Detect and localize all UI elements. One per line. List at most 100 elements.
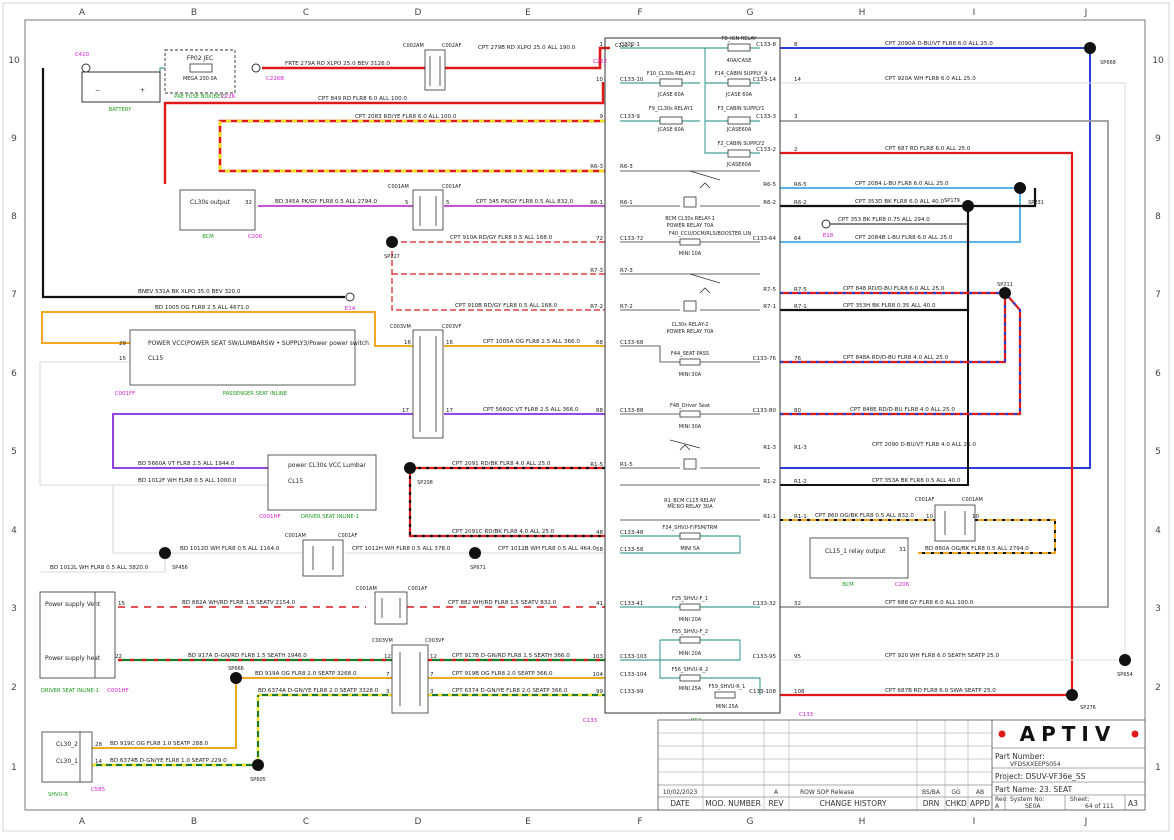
part-number-value: VFDSXXEEPS054 [1010,761,1061,768]
connector-c003-low[interactable] [391,644,429,714]
splice-sp179[interactable] [962,200,974,212]
wire-6374b-yellow[interactable] [92,695,260,767]
mega-fuse[interactable] [189,63,213,73]
passenger-seat-box[interactable] [129,329,356,386]
wire-920a[interactable] [780,82,1126,660]
splice-sp276[interactable] [1066,689,1078,701]
fuse-f55[interactable] [679,636,701,644]
pin-7-right: 7 [430,672,434,678]
terminal-e14[interactable] [345,292,355,302]
label-920: CPT 920 WH FLR8 6.0 SEATH SEATP 25.0 [885,653,999,659]
wire-6374b[interactable] [92,695,260,767]
relay-coil-2[interactable] [683,300,697,312]
splice-sp654[interactable] [1119,654,1131,666]
rev-value: A [995,803,1000,810]
wire-919c[interactable] [92,678,237,749]
connector-c001-mid[interactable] [302,539,344,577]
wire-2083-yellow[interactable] [218,119,605,173]
fuse-f9[interactable] [659,116,683,125]
connector-c002[interactable] [424,49,446,91]
fuse-f40[interactable] [679,238,701,246]
wire-2083[interactable] [218,119,605,173]
connector-c003[interactable] [412,329,444,439]
fuse-f25[interactable] [679,603,701,611]
wire-2091c[interactable] [408,468,605,538]
relay-r1-label: R1_BCM CL15 RELAY [664,498,717,504]
inner-pin-r14: C133-14 [753,77,777,83]
wire-860-black[interactable] [780,519,1056,554]
splice-sp211[interactable] [999,287,1011,299]
wire-849[interactable] [163,82,605,184]
wire-1012l[interactable] [40,485,166,573]
cl15-relay-box[interactable] [809,537,909,579]
label-2090a: CPT 2090A D-BU/VT FLR8 6.0 ALL 25.0 [885,41,993,47]
lumbar-box[interactable] [267,454,377,511]
fuse-f8-rating: 40A/CASE [727,58,752,64]
relay-switch-r1 [669,439,701,451]
splice-sp208[interactable] [404,462,416,474]
relay-coil-r1[interactable] [683,458,697,470]
wire-688-gray[interactable] [780,120,1109,608]
wire-2091c-black[interactable] [408,468,605,538]
change-drn: BS/BA [922,789,941,796]
splice-sp666[interactable] [230,672,242,684]
battery[interactable]: − + [81,71,161,103]
wire-848e[interactable] [780,292,1022,416]
cl30s-output-box[interactable] [179,189,256,231]
fuse-f55-rating: MINI 20A [679,651,702,657]
fuse-f48-label: F48_Driver Seat [670,403,710,409]
splice-sp456[interactable] [159,547,171,559]
fuse-f34[interactable] [679,532,701,540]
fuse-f8[interactable] [727,43,751,52]
wire-848e-blue[interactable] [780,292,1022,416]
fuse-f56[interactable] [679,674,701,682]
wire-2084[interactable] [780,187,1021,243]
sp276-label: SP276 [1080,705,1096,711]
fuse-f59[interactable] [714,691,736,699]
fuse-f48[interactable] [679,410,701,418]
wire-1012f[interactable] [39,361,268,486]
grid-row-10-right: 10 [1152,56,1164,66]
splice-sp231[interactable] [1014,182,1026,194]
grid-row-8-right: 8 [1155,212,1161,222]
splice-sp668[interactable] [1084,42,1096,54]
wire-910b[interactable] [391,242,605,311]
pin-l68: 68 [596,340,603,346]
c226b-label: C226B [266,76,284,82]
terminal-e18[interactable] [821,219,831,229]
label-1012f: BD 1012F WH FLR8 0.5 ALL 1000.0 [138,478,237,484]
inner-pin-l68: C133-68 [620,340,644,346]
c001am-low-label: C001AM [356,586,377,592]
fuse-f14[interactable] [727,78,751,87]
wire-battery-ground[interactable] [41,68,345,299]
wire-5660a[interactable] [112,413,413,469]
pin-r64: 64 [794,236,801,242]
grid-col-j: J [1084,8,1088,18]
wire-279b[interactable] [445,46,610,70]
fuse-f10[interactable] [659,78,683,87]
wire-2090a[interactable] [780,47,1091,469]
pin-l41: 41 [596,601,603,607]
fuse-f2[interactable] [727,149,751,158]
wire-353a[interactable] [780,310,969,486]
connector-c001-low[interactable] [374,591,408,625]
shvu-r-box[interactable] [41,731,93,783]
pin-l61: R6-1 [590,200,603,206]
splice-sp227[interactable] [386,236,398,248]
fuse-f44[interactable] [679,358,701,366]
pin-l48: 48 [596,530,603,536]
driver-seat-box[interactable] [39,591,116,679]
wire-848a-blue[interactable] [780,293,1007,364]
terminal-c410[interactable] [81,63,91,73]
splice-sp605[interactable] [252,759,264,771]
fuse-f3[interactable] [727,116,751,125]
splice-sp671[interactable] [469,547,481,559]
wire-687[interactable] [780,151,1074,695]
relay-coil-1[interactable] [683,196,697,208]
terminal-c226b[interactable] [251,63,261,73]
label-1012b: CPT 1012B WH FLR8 0.5 ALL 464.0 [498,546,596,552]
label-5660a: BD 5660A VT FLR8 2.5 ALL 1944.0 [138,461,235,467]
wire-1005[interactable] [41,311,413,347]
connector-c001-right[interactable] [934,504,976,542]
connector-c001-top[interactable] [412,189,444,231]
